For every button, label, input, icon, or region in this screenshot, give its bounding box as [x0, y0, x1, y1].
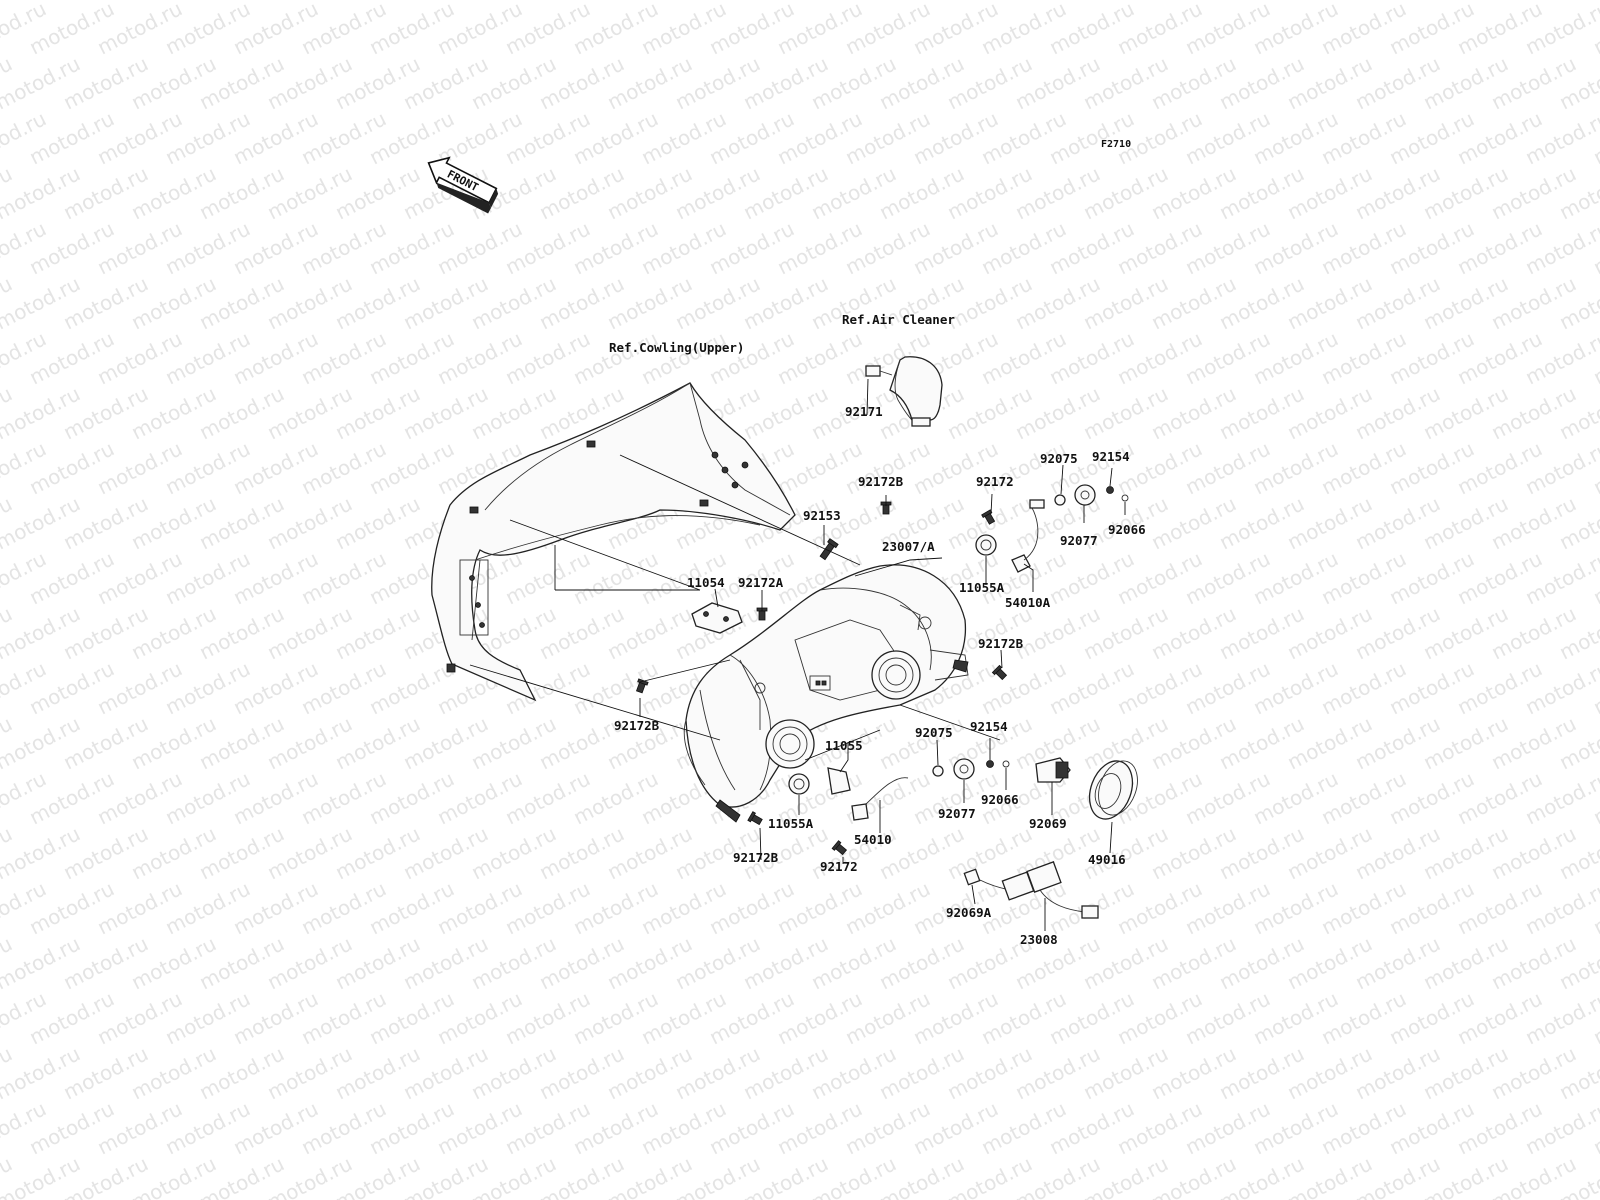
part-label-92171[interactable]: 92171: [845, 404, 883, 419]
part-label-92069[interactable]: 92069: [1029, 816, 1067, 831]
part-label-54010a[interactable]: 54010A: [1005, 595, 1051, 610]
part-label-92069a[interactable]: 92069A: [946, 905, 992, 920]
part-label-23007a[interactable]: 23007/A: [882, 539, 935, 554]
part-label-92172b-left[interactable]: 92172B: [614, 718, 660, 733]
part-label-54010[interactable]: 54010: [854, 832, 892, 847]
part-label-23008[interactable]: 23008: [1020, 932, 1058, 947]
dust-cover-part: [1088, 760, 1138, 820]
part-label-92066-bot[interactable]: 92066: [981, 792, 1019, 807]
part-label-92172-top[interactable]: 92172: [976, 474, 1014, 489]
air-cleaner-duct-part: [865, 356, 943, 427]
part-label-92154-top[interactable]: 92154: [1092, 449, 1130, 464]
headlight-housing-part: [683, 564, 969, 823]
ref-cowling-label: Ref.Cowling(Upper): [609, 340, 744, 355]
part-label-11054[interactable]: 11054: [687, 575, 725, 590]
part-label-92172b-bot[interactable]: 92172B: [733, 850, 779, 865]
diagram-code: F2710: [1101, 139, 1131, 150]
part-label-92153[interactable]: 92153: [803, 508, 841, 523]
part-label-92075-bot[interactable]: 92075: [915, 725, 953, 740]
part-label-92154-bot[interactable]: 92154: [970, 719, 1008, 734]
bracket-part: [691, 602, 743, 634]
part-label-11055a-bot[interactable]: 11055A: [768, 816, 814, 831]
part-labels: 92171 92172B 92153 92172 92075 92154 230…: [614, 404, 1146, 947]
upper-cowling-part: [431, 382, 796, 702]
leader-lines: [469, 378, 1126, 931]
part-label-92172b-right[interactable]: 92172B: [978, 636, 1024, 651]
bottom-bulb-assembly: [788, 757, 1071, 821]
part-label-92172b-top[interactable]: 92172B: [858, 474, 904, 489]
part-label-92075-top[interactable]: 92075: [1040, 451, 1078, 466]
top-bulb-assembly: [975, 484, 1129, 573]
sub-harness-part: [963, 861, 1099, 919]
part-label-92172-bot[interactable]: 92172: [820, 859, 858, 874]
part-label-11055[interactable]: 11055: [825, 738, 863, 753]
part-label-11055a-top[interactable]: 11055A: [959, 580, 1005, 595]
part-label-92172a[interactable]: 92172A: [738, 575, 784, 590]
ref-air-cleaner-label: Ref.Air Cleaner: [842, 312, 955, 327]
part-label-92077-bot[interactable]: 92077: [938, 806, 976, 821]
part-label-92077-top[interactable]: 92077: [1060, 533, 1098, 548]
part-label-92066-top[interactable]: 92066: [1108, 522, 1146, 537]
part-label-49016[interactable]: 49016: [1088, 852, 1126, 867]
